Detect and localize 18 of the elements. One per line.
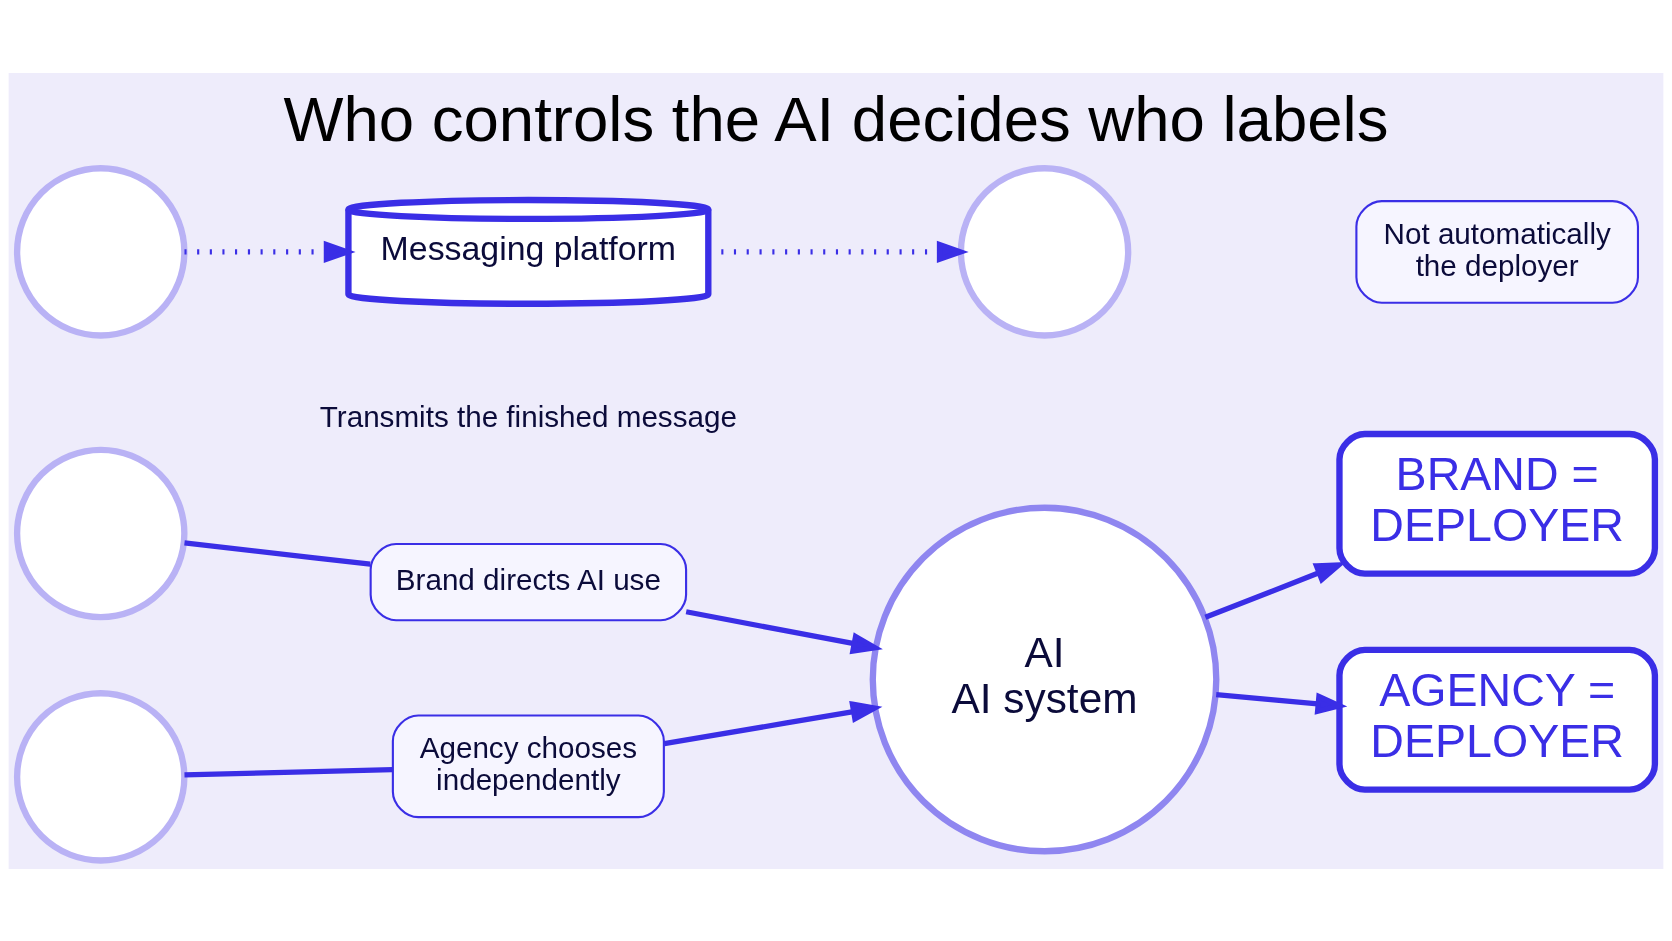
node-box: AGENCY = DEPLOYER: [1336, 646, 1659, 793]
node-box: BRAND = DEPLOYER: [1336, 430, 1659, 577]
diagram-title: Who controls the AI decides who labels: [283, 83, 1389, 154]
node-circle: [957, 164, 1132, 339]
arrow: [685, 608, 883, 654]
node-box: Not automatically the deployer: [1355, 199, 1639, 304]
node-label: Transmits the finished message: [319, 399, 737, 433]
arrow: [184, 240, 356, 263]
connector: [184, 539, 371, 567]
node-circle: [13, 689, 188, 864]
node-circle: AI AI system: [869, 504, 1220, 854]
arrow: [663, 700, 883, 746]
arrow: [1215, 691, 1348, 715]
node-box: Agency chooses independently: [391, 713, 665, 818]
node-circle: [13, 164, 188, 339]
connector: [184, 766, 393, 778]
node-circle: [13, 446, 188, 620]
node-box: Brand directs AI use: [369, 542, 688, 621]
